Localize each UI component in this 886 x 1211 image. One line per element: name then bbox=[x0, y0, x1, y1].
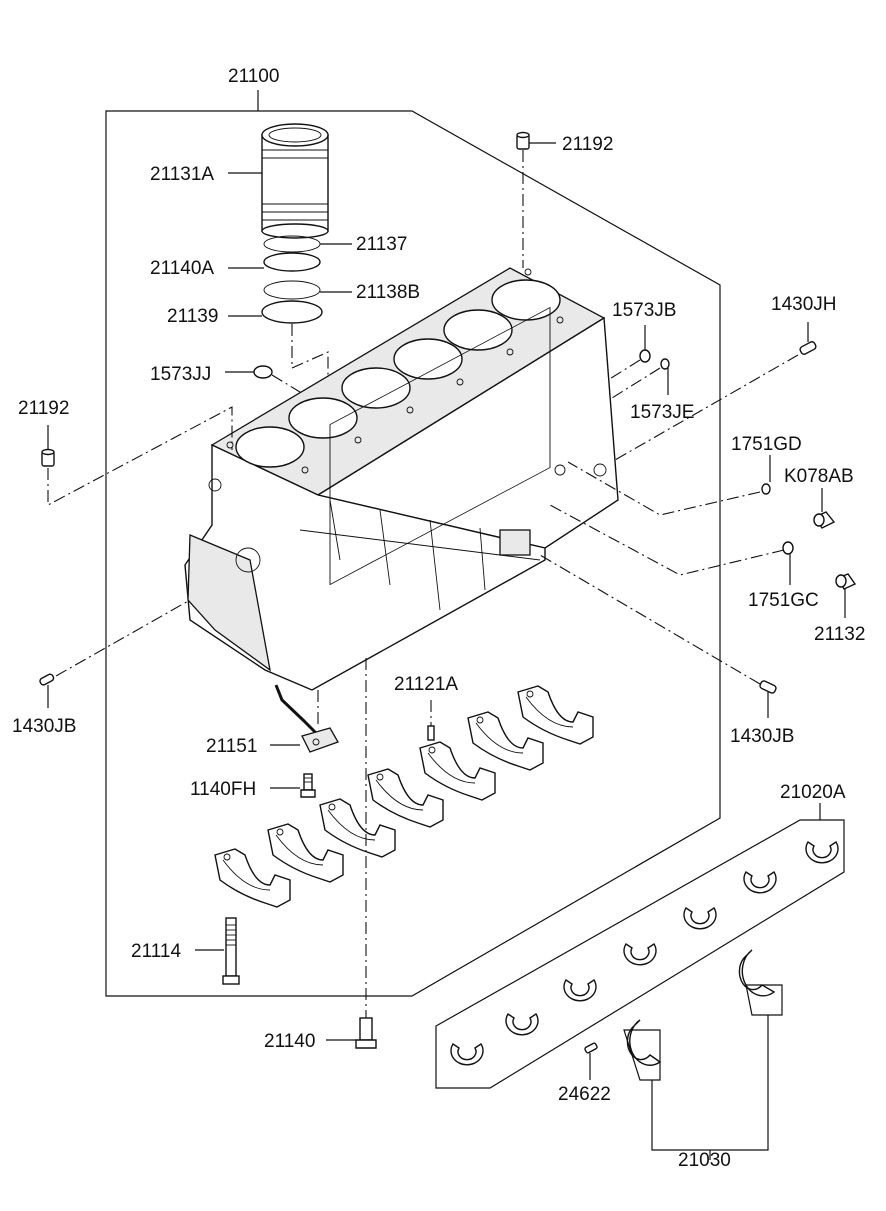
ring-21138B bbox=[263, 280, 321, 300]
label-21132: 21132 bbox=[814, 624, 865, 645]
label-21114: 21114 bbox=[131, 941, 181, 962]
pin-1430JB-left bbox=[39, 673, 55, 686]
label-1430JB-left: 1430JB bbox=[12, 716, 76, 737]
label-1573JE: 1573JE bbox=[630, 402, 694, 423]
bearing-set-boundary bbox=[435, 819, 845, 1089]
pin-21192-top bbox=[516, 131, 530, 150]
label-21192-left: 21192 bbox=[18, 398, 69, 419]
label-21140: 21140 bbox=[264, 1031, 315, 1052]
label-21140A: 21140A bbox=[150, 258, 214, 279]
label-1751GC: 1751GC bbox=[748, 590, 819, 611]
label-21151: 21151 bbox=[206, 736, 257, 757]
label-1751GD: 1751GD bbox=[731, 434, 802, 455]
thrust-washer-21030-a bbox=[623, 1019, 662, 1081]
label-21138B: 21138B bbox=[356, 282, 420, 303]
label-24622: 24622 bbox=[558, 1084, 611, 1105]
pin-1430JB-right bbox=[759, 680, 777, 694]
pin-1430JH bbox=[799, 341, 817, 355]
label-1430JB-right: 1430JB bbox=[730, 726, 794, 747]
plug-21132 bbox=[835, 573, 857, 590]
cylinder-block-part bbox=[184, 267, 619, 691]
pin-24622 bbox=[584, 1042, 598, 1054]
label-1573JB: 1573JB bbox=[612, 300, 676, 321]
oil-jet-21151 bbox=[274, 684, 339, 753]
label-21020A: 21020A bbox=[780, 782, 846, 803]
thrust-washer-21030-b bbox=[738, 949, 783, 1016]
assembly-boundary-21100 bbox=[105, 110, 721, 997]
gasket-1751GD bbox=[761, 483, 771, 495]
label-21192-top: 21192 bbox=[562, 134, 613, 155]
label-21139: 21139 bbox=[167, 306, 218, 327]
bolt-1140FH bbox=[300, 773, 316, 798]
label-K078AB: K078AB bbox=[784, 466, 854, 487]
main-bearing-shells-21020A bbox=[450, 841, 839, 1066]
gasket-1751GC bbox=[782, 541, 794, 555]
plug-1573JB bbox=[639, 349, 651, 363]
ring-21140A bbox=[263, 252, 321, 272]
label-1430JH: 1430JH bbox=[771, 294, 837, 315]
label-21131A: 21131A bbox=[150, 164, 214, 185]
plug-1573JE bbox=[660, 358, 670, 370]
drain-plug-21140 bbox=[355, 1017, 377, 1049]
label-21030: 21030 bbox=[678, 1150, 731, 1171]
label-21100: 21100 bbox=[228, 66, 279, 87]
label-21137: 21137 bbox=[356, 234, 407, 255]
cylinder-liner-part bbox=[261, 123, 329, 239]
ring-21139 bbox=[261, 300, 323, 324]
dowel-21121A bbox=[427, 725, 435, 741]
cap-bolt-21114 bbox=[222, 917, 240, 985]
plug-1573JJ bbox=[253, 365, 273, 379]
label-21121A: 21121A bbox=[394, 674, 458, 695]
pin-21192-left bbox=[41, 448, 55, 467]
label-1140FH: 1140FH bbox=[190, 779, 256, 800]
main-bearing-caps bbox=[214, 685, 594, 908]
plug-K078AB bbox=[813, 511, 836, 529]
label-1573JJ: 1573JJ bbox=[150, 364, 211, 385]
